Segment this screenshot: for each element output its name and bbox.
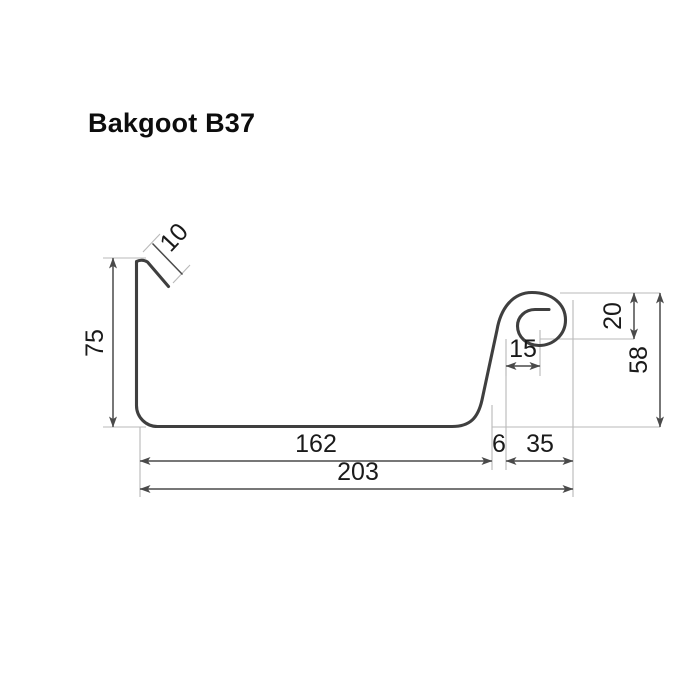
dim-label-75: 75 bbox=[81, 329, 109, 357]
gutter-profile-path bbox=[134, 258, 568, 429]
dimension-total-width: 203 bbox=[139, 458, 574, 493]
dim-label-20: 20 bbox=[599, 302, 627, 330]
dim-label-58: 58 bbox=[625, 346, 653, 374]
dimension-curl-inset: 15 bbox=[505, 335, 541, 370]
ext-line-flange-a bbox=[142, 233, 161, 253]
dim-line-10 bbox=[151, 242, 184, 276]
dim-label-162: 162 bbox=[295, 430, 337, 458]
page-title: Bakgoot B37 bbox=[88, 108, 256, 138]
dimension-curl-height: 20 bbox=[599, 292, 638, 340]
dimension-front-bead-width: 35 bbox=[505, 430, 574, 465]
dimension-flange-length: 10 bbox=[151, 218, 194, 276]
extension-lines bbox=[103, 233, 660, 497]
dimension-bottom-run: 162 bbox=[139, 430, 493, 465]
dim-label-35: 35 bbox=[526, 430, 554, 458]
dim-label-6: 6 bbox=[492, 430, 506, 458]
dim-label-15: 15 bbox=[509, 335, 537, 363]
dimension-front-height: 58 bbox=[625, 292, 664, 428]
dimension-riser-offset: 6 bbox=[492, 430, 506, 458]
dimension-back-height: 75 bbox=[81, 257, 117, 428]
dim-label-203: 203 bbox=[337, 458, 379, 486]
